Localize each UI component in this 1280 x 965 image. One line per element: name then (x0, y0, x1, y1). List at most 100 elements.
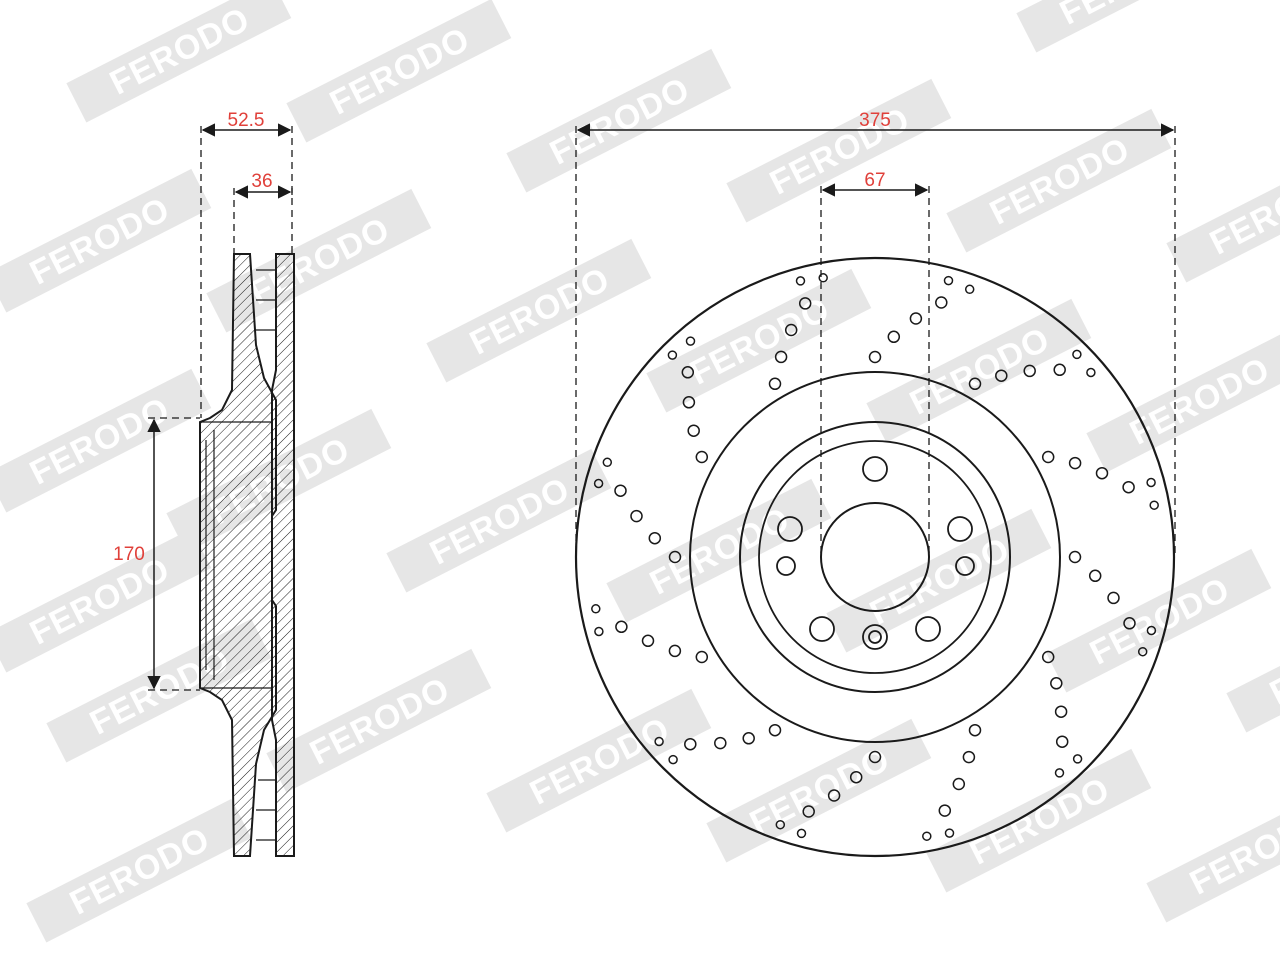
ferodo-watermark: FERODO (0, 368, 212, 513)
watermark-band (66, 0, 292, 123)
watermark-text: FERODO (424, 470, 576, 573)
watermark-band (1046, 548, 1272, 693)
watermark-band (706, 718, 932, 863)
ferodo-watermark: FERODO (1226, 588, 1280, 733)
watermark-text: FERODO (904, 320, 1056, 423)
hat-step (758, 440, 992, 674)
drill-hole (1137, 646, 1148, 657)
drill-hole (682, 396, 696, 409)
ferodo-watermark: FERODO (286, 0, 512, 143)
drill-hole (668, 550, 682, 564)
bolt-holes (776, 456, 975, 650)
watermark-band (266, 648, 492, 793)
drill-hole (1053, 363, 1066, 377)
drill-hole (641, 634, 655, 648)
locator-hole (776, 556, 796, 576)
drill-hole (887, 330, 901, 344)
watermark-text: FERODO (544, 70, 696, 173)
drill-hole (1041, 650, 1055, 664)
drill-hole (667, 350, 678, 360)
drill-hole (944, 828, 955, 838)
drill-hole (1072, 349, 1082, 360)
drill-hole (684, 737, 697, 751)
drill-hole (774, 350, 788, 364)
drill-hole (922, 831, 932, 841)
set-screw-hole (862, 624, 888, 650)
dimension-hub-diameter: 170 (113, 417, 200, 691)
watermark-band (26, 798, 252, 943)
dimension-label-outer-diameter: 375 (859, 110, 891, 131)
bolt-hole (777, 516, 803, 542)
drill-hole (1072, 754, 1083, 764)
ferodo-watermark: FERODO (1046, 548, 1272, 693)
drill-hole (654, 736, 664, 747)
drill-hole (1054, 768, 1065, 778)
watermark-band (0, 168, 212, 313)
drill-hole (962, 750, 976, 764)
ferodo-watermark: FERODO (26, 798, 252, 943)
ferodo-watermark: FERODO (0, 528, 212, 673)
drill-hole (695, 650, 709, 664)
drill-hole (594, 626, 604, 637)
watermark-band (1146, 778, 1280, 923)
drill-hole (952, 777, 966, 791)
drill-hole (714, 736, 727, 750)
watermark-text: FERODO (1124, 350, 1276, 453)
ferodo-watermark: FERODO (266, 648, 492, 793)
drill-hole (1107, 591, 1120, 605)
dimension-disc-thickness: 36 (233, 171, 293, 254)
dimension-label-center-bore: 67 (864, 170, 885, 191)
watermark-text: FERODO (244, 210, 396, 313)
drill-hole (1095, 466, 1109, 480)
watermark-band (1226, 588, 1280, 733)
watermark-text: FERODO (304, 670, 456, 773)
drill-hole (768, 723, 782, 737)
drill-hole (593, 478, 604, 489)
center-bore (820, 502, 930, 612)
watermark-text: FERODO (464, 260, 616, 363)
side-view-section (199, 253, 277, 857)
watermark-text: FERODO (1084, 570, 1236, 673)
watermark-band (926, 748, 1152, 893)
watermark-text: FERODO (644, 500, 796, 603)
disc-outer-edge (574, 256, 1176, 858)
drill-hole (968, 723, 982, 737)
drill-hole (795, 276, 806, 286)
side-view-outer-face (271, 253, 295, 857)
drill-hole (668, 644, 682, 658)
watermark-band (286, 0, 512, 143)
ferodo-watermark: FERODO (66, 0, 292, 123)
watermark-text: FERODO (24, 390, 176, 493)
drill-hole (935, 296, 948, 309)
dimension-outer-diameter: 375 (575, 110, 1176, 557)
watermark-text: FERODO (864, 530, 1016, 633)
drill-hole (775, 819, 786, 830)
drill-hole (648, 531, 662, 545)
watermark-band (386, 448, 612, 593)
ferodo-watermark: FERODO (0, 168, 212, 313)
drill-hole (630, 509, 643, 523)
drill-hole (591, 604, 601, 614)
bolt-hole (862, 456, 888, 482)
ferodo-watermark: FERODO (506, 48, 732, 193)
watermark-text: FERODO (64, 820, 216, 923)
drill-hole (868, 750, 882, 764)
ferodo-watermark: FERODO (1146, 778, 1280, 923)
bolt-hole (915, 616, 941, 642)
drill-hole (685, 336, 696, 346)
friction-ring-inner-edge (689, 371, 1061, 743)
drill-hole (742, 732, 755, 745)
drill-hole (964, 284, 975, 295)
dimension-center-bore: 67 (820, 170, 930, 557)
bolt-hole (947, 516, 973, 542)
drill-hole (602, 457, 613, 468)
drill-hole (668, 754, 678, 765)
watermark-text: FERODO (24, 550, 176, 653)
drill-hole (1086, 367, 1096, 378)
drill-hole (1055, 735, 1069, 748)
watermark-band (646, 268, 872, 413)
drill-hole (1050, 677, 1063, 690)
watermark-band (206, 188, 432, 333)
